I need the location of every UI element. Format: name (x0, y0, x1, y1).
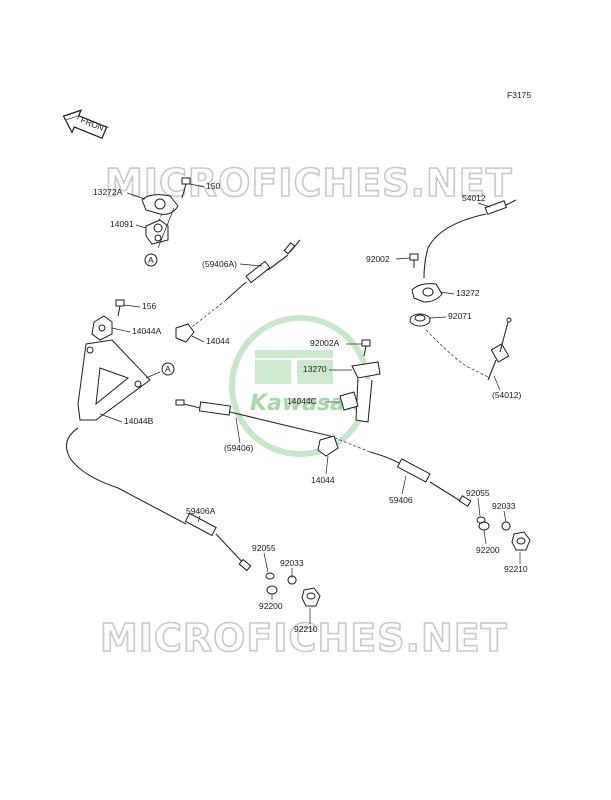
ref-marker-a-top: A (144, 253, 158, 267)
label-14044b: 14044B (124, 416, 154, 426)
bolt-92002a (361, 339, 371, 357)
label-13272: 13272 (456, 288, 480, 298)
cable-upper-54012 (423, 199, 517, 279)
label-92200-left: 92200 (259, 601, 283, 611)
bolt-92002 (409, 253, 419, 268)
watermark-logo (229, 315, 371, 457)
label-150: 150 (206, 181, 220, 191)
svg-text:A: A (165, 364, 171, 374)
washer-92200-right (478, 521, 490, 531)
svg-text:A: A (148, 255, 154, 265)
watermark-text-bottom: MICROFICHES.NET (100, 616, 508, 660)
cable-upper-59406a (187, 239, 301, 331)
label-92002a: 92002A (310, 338, 340, 348)
grommet-92071 (409, 313, 431, 327)
washer-92055-left (265, 572, 275, 580)
label-54012-paren: (54012) (492, 390, 521, 400)
nut-92210-left (301, 587, 321, 607)
cable-lower-59406a (65, 427, 252, 572)
flange-plate-13272a (141, 194, 179, 215)
label-92055-right: 92055 (466, 488, 490, 498)
label-14091: 14091 (110, 219, 134, 229)
label-54012: 54012 (462, 193, 486, 203)
label-92200-right: 92200 (476, 545, 500, 555)
label-92055-left: 92055 (252, 543, 276, 553)
flange-plate-13272 (411, 283, 443, 303)
label-13270: 13270 (303, 364, 327, 374)
bolt-156 (115, 299, 125, 317)
clamp-14044c (339, 391, 359, 411)
front-arrow-icon (62, 109, 108, 139)
label-59406-paren: (59406) (224, 443, 253, 453)
clip-92033-right (501, 521, 511, 531)
label-92210-left: 92210 (294, 624, 318, 634)
label-59406a-paren: (59406A) (202, 259, 237, 269)
label-92033-right: 92033 (492, 501, 516, 511)
clamp-14044-mid (317, 435, 339, 457)
label-14044a: 14044A (132, 326, 162, 336)
bolt-150 (181, 177, 191, 199)
label-92033-left: 92033 (280, 558, 304, 568)
label-59406: 59406 (389, 495, 413, 505)
label-92071: 92071 (448, 311, 472, 321)
figure-code: F3175 (507, 90, 531, 100)
clamp-14044a (91, 315, 113, 341)
bracket-plate-14044b (77, 339, 151, 421)
label-59406a: 59406A (186, 506, 216, 516)
label-14044-mid: 14044 (311, 475, 335, 485)
cable-lower-54012 (425, 317, 512, 381)
label-14044c: 14044C (287, 396, 317, 406)
washer-92200-left (266, 585, 278, 595)
pivot-14091 (145, 219, 169, 245)
label-92210-right: 92210 (504, 564, 528, 574)
label-14044-top: 14044 (206, 336, 230, 346)
clamp-14044-top (175, 323, 195, 343)
label-156: 156 (142, 301, 156, 311)
cable-middle-59406 (175, 399, 472, 507)
nut-92210-right (511, 531, 531, 551)
label-92002: 92002 (366, 254, 390, 264)
ref-marker-a-mid: A (161, 362, 175, 376)
label-13272a: 13272A (93, 187, 123, 197)
bracket-13270 (351, 361, 381, 423)
